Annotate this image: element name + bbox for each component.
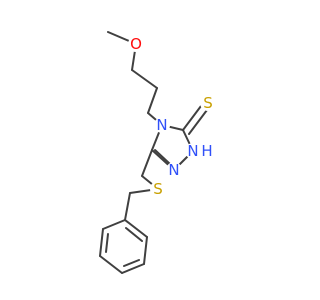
atom-label-layer: O N N N H S S xyxy=(128,35,216,198)
oxygen-atom-label: O xyxy=(130,35,142,53)
bond-benzene-5 xyxy=(143,236,148,265)
bond-propyl-2 xyxy=(147,87,158,114)
bond-thione-2 xyxy=(188,109,208,135)
bond-benzene-double-2 xyxy=(123,259,140,267)
ring-n4-label: N xyxy=(156,116,167,134)
bond-benzene-3 xyxy=(99,255,123,274)
bond-propyl-1 xyxy=(131,69,158,89)
bond-n-c5-double xyxy=(154,149,171,165)
bond-benzene-double-1 xyxy=(105,233,109,253)
bond-benzene-4 xyxy=(121,263,145,274)
bond-benzene-1 xyxy=(102,219,126,230)
bond-benzene-2 xyxy=(99,228,104,257)
nh-hydrogen-label: H xyxy=(201,142,212,160)
molecule-structure-diagram: O N N N H S S xyxy=(99,31,216,274)
bond-benzene-6 xyxy=(124,219,148,238)
bond-ch2-benzene xyxy=(124,192,131,221)
ring-n-lower-label: N xyxy=(168,161,179,179)
thione-sulfur-label: S xyxy=(203,94,213,112)
bond-c5-ch2 xyxy=(141,149,153,177)
bond-benzene-double-3 xyxy=(125,227,143,242)
thioether-sulfur-label: S xyxy=(153,180,163,198)
bond-thione-1 xyxy=(182,105,202,131)
ring-nh-label: N xyxy=(187,142,198,160)
